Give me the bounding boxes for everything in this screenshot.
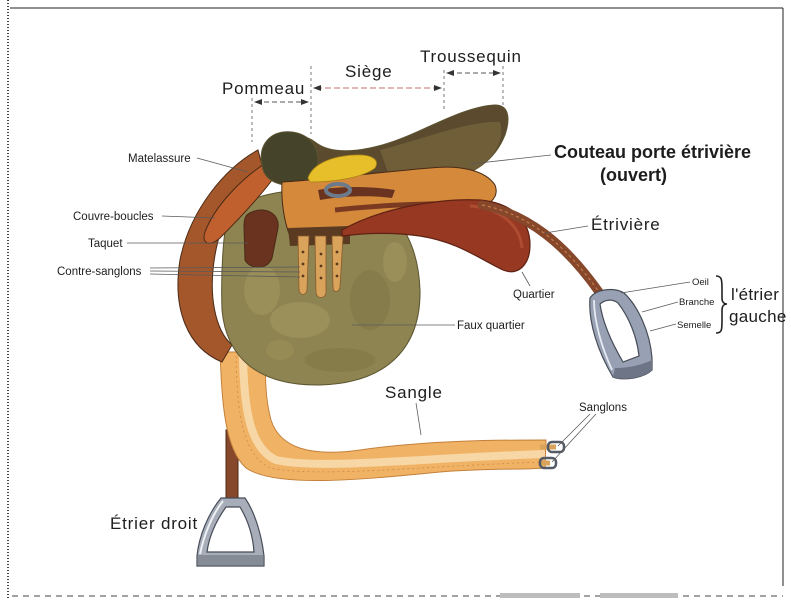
label-etrier-gauche-line2: gauche	[729, 307, 787, 326]
label-faux-quartier: Faux quartier	[457, 320, 525, 332]
bottom-gray-mark	[600, 593, 678, 598]
bottom-gray-mark	[500, 593, 580, 598]
label-couteau-line1: Couteau porte étrivière	[554, 142, 751, 162]
label-oeil: Oeil	[692, 277, 709, 288]
left-stirrup	[590, 290, 652, 379]
leader-etriviere	[545, 226, 588, 233]
leader-sanglons	[552, 414, 596, 462]
right-stirrup	[197, 498, 264, 566]
leader-semelle	[650, 324, 676, 331]
arrow-head	[254, 99, 262, 105]
arrow-head	[301, 99, 309, 105]
billets	[298, 236, 343, 298]
label-contre-sanglons: Contre-sanglons	[57, 266, 142, 278]
label-pommeau: Pommeau	[222, 79, 305, 98]
leader-quartier	[522, 272, 530, 286]
label-etriviere: Étrivière	[591, 215, 661, 234]
leader-oeil	[621, 282, 690, 293]
label-branche: Branche	[679, 297, 714, 308]
label-troussequin: Troussequin	[420, 47, 522, 66]
label-quartier: Quartier	[513, 289, 555, 301]
arrow-head	[446, 70, 454, 76]
label-sangle: Sangle	[385, 383, 443, 402]
leader-sangle	[416, 403, 421, 435]
arrow-head	[434, 85, 442, 91]
brace-etrier-gauche	[716, 276, 727, 333]
label-semelle: Semelle	[677, 320, 711, 331]
label-etrier-gauche-line1: l'étrier	[731, 285, 779, 304]
label-couvre-boucles: Couvre-boucles	[73, 211, 154, 223]
label-taquet: Taquet	[88, 238, 123, 250]
arrow-head	[313, 85, 321, 91]
label-couteau-line2: (ouvert)	[600, 165, 667, 185]
label-sanglons: Sanglons	[579, 402, 627, 414]
leader-branche	[642, 302, 678, 312]
label-etrier-droit: Étrier droit	[110, 514, 198, 533]
arrow-head	[493, 70, 501, 76]
label-siege: Siège	[345, 62, 392, 81]
saddle-illustration	[178, 105, 652, 566]
leader-sanglons	[558, 414, 590, 446]
label-matelassure: Matelassure	[128, 153, 191, 165]
right-stirrup-tread	[198, 555, 263, 565]
